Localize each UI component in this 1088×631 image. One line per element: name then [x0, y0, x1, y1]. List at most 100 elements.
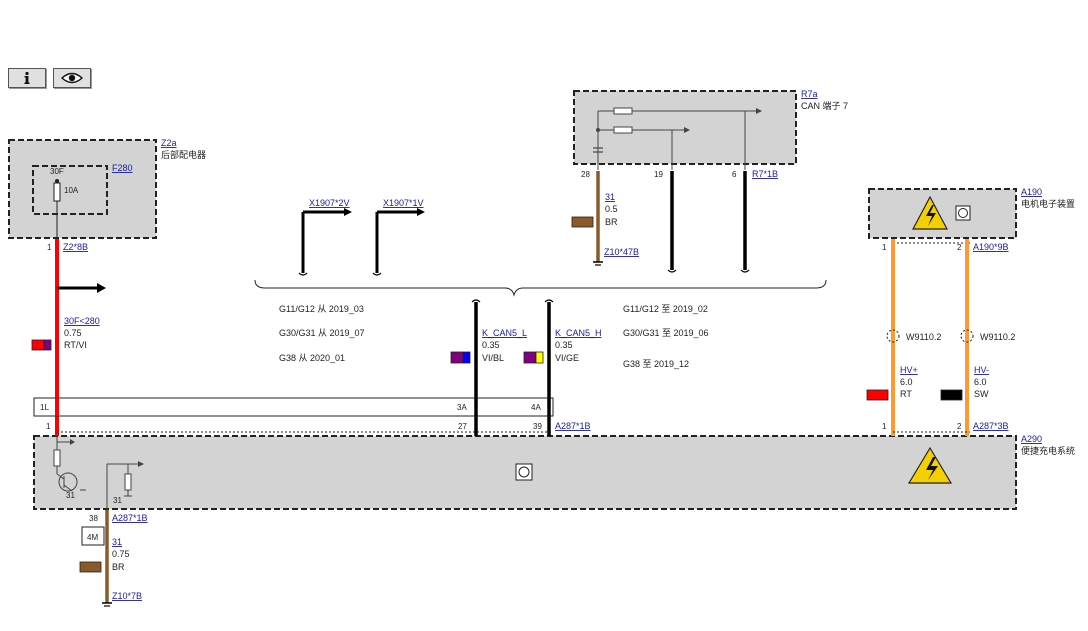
strip-label-1l: 1L [40, 403, 49, 412]
wire-can-h-swatch-b [535, 351, 544, 364]
r7a-node [596, 128, 600, 132]
wire-can-l-swatch-b [462, 351, 471, 364]
wire-31-bottom-name[interactable]: 31 [112, 537, 122, 547]
wire-30f-swatch-a [31, 339, 45, 351]
wire-hv-plus-name[interactable]: HV+ [900, 365, 918, 375]
wire-31-bottom-color: BR [112, 562, 125, 572]
connector-a190-9b[interactable]: A190*9B [973, 242, 1009, 252]
connector-4m-box [81, 526, 105, 546]
connector-z10-47b[interactable]: Z10*47B [604, 247, 639, 257]
wire-can-l-color: VI/BL [482, 353, 504, 363]
wire-can-h-swatch-a [523, 351, 537, 364]
transistor-icon [63, 484, 73, 492]
wire-hv-minus-swatch [940, 389, 963, 401]
strip-label-3a: 3A [457, 403, 467, 412]
variant-right-2: G30/G31 至 2019_06 [623, 328, 709, 338]
a290-internal-arrow [70, 439, 75, 445]
info-button[interactable] [8, 68, 46, 88]
connector-r7-1b[interactable]: R7*1B [752, 169, 778, 179]
wire-can-l-size: 0.35 [482, 340, 500, 350]
variant-left-1: G11/G12 从 2019_03 [279, 304, 364, 314]
wire-31-top-swatch [571, 216, 594, 228]
connector-x1907-1v[interactable]: X1907*1V [383, 198, 424, 208]
wire-31-top-name[interactable]: 31 [605, 192, 615, 202]
connector-z10-7b[interactable]: Z10*7B [112, 591, 142, 601]
view-button[interactable] [53, 68, 91, 88]
wire-break-icon [544, 299, 554, 303]
r7a-arrow-top [756, 108, 762, 114]
wire-can-h-name[interactable]: K_CAN5_H [555, 328, 602, 338]
wire-break-icon [372, 272, 382, 276]
branch-arrow-head [97, 283, 106, 293]
wire-hv-plus-swatch [866, 389, 889, 401]
pin-a287-27: 27 [458, 422, 467, 431]
wire-can-l-swatch-a [450, 351, 464, 364]
wire-break-icon [298, 272, 308, 276]
connector-strip [33, 397, 554, 417]
wire-31-top-size: 0.5 [605, 204, 618, 214]
a190-box[interactable] [868, 188, 1017, 239]
a290-link[interactable]: A290 [1021, 434, 1042, 444]
wire-can-h-color: VI/GE [555, 353, 579, 363]
pin-a190-2: 2 [957, 243, 962, 252]
pin-r7-6: 6 [732, 170, 737, 179]
variant-left-2: G30/G31 从 2019_07 [279, 328, 365, 338]
connector-a287-1b-top[interactable]: A287*1B [555, 421, 591, 431]
z2a-name: 后部配电器 [161, 149, 206, 160]
wire-break-icon [667, 269, 677, 273]
pin-z2-1: 1 [47, 243, 52, 252]
pin-a287-38: 38 [89, 514, 98, 523]
pin-r7-19: 19 [654, 170, 663, 179]
wire-can-l-name[interactable]: K_CAN5_L [482, 328, 527, 338]
shield-label-2: W9110.2 [980, 332, 1015, 342]
control-unit-icon [518, 466, 530, 478]
resistor-icon [53, 449, 61, 467]
wire-30f-name[interactable]: 30F<280 [64, 316, 100, 326]
shield-icon [960, 329, 974, 343]
wire-30f-size: 0.75 [64, 328, 82, 338]
connector-a287-1b-bottom[interactable]: A287*1B [112, 513, 148, 523]
variant-brace [254, 279, 827, 297]
a190-link[interactable]: A190 [1021, 187, 1042, 197]
wire-30f-swatch-b [43, 339, 52, 351]
wire-hv-plus-color: RT [900, 389, 912, 399]
lightning-icon [926, 457, 938, 480]
connector-x1907-2v[interactable]: X1907*2V [309, 198, 350, 208]
fuse-link[interactable]: F280 [112, 163, 133, 173]
wire-break-icon [471, 299, 481, 303]
wire-hv-minus-color: SW [974, 389, 989, 399]
variant-left-3: G38 从 2020_01 [279, 353, 345, 363]
connector-z2-8b[interactable]: Z2*8B [63, 242, 88, 252]
r7a-name: CAN 端子 7 [801, 100, 848, 111]
variant-right-1: G11/G12 至 2019_02 [623, 304, 708, 314]
r7a-arrow-mid [684, 127, 690, 133]
lightning-icon [926, 205, 936, 226]
wire-can-h-size: 0.35 [555, 340, 573, 350]
a290-internal-arrow [138, 461, 144, 467]
a290-name: 便捷充电系统 [1021, 445, 1075, 456]
fuse-terminal: 30F [50, 167, 64, 176]
connector-a287-3b[interactable]: A287*3B [973, 421, 1009, 431]
z2a-link[interactable]: Z2a [161, 138, 177, 148]
transistor-icon [58, 472, 78, 492]
wire-31-bottom-size: 0.75 [112, 549, 130, 559]
resistor-icon [613, 126, 633, 134]
r7a-box[interactable] [573, 90, 797, 165]
ground-label-2: 31 [113, 496, 122, 505]
wire-hv-plus-size: 6.0 [900, 377, 913, 387]
wire-hv-minus-name[interactable]: HV- [974, 365, 989, 375]
pin-r7-28: 28 [581, 170, 590, 179]
info-icon [24, 71, 30, 84]
wire-break-icon [740, 269, 750, 273]
x1907-2v-arrow [344, 208, 352, 216]
fuse-box [32, 165, 108, 215]
a190-name: 电机电子装置 [1021, 198, 1075, 209]
control-unit-icon [515, 463, 533, 481]
ground-label-1: 31 [66, 491, 75, 500]
variant-right-3: G38 至 2019_12 [623, 359, 689, 369]
pin-a190-1: 1 [882, 243, 887, 252]
strip-label-4a: 4A [531, 403, 541, 412]
r7a-link[interactable]: R7a [801, 89, 818, 99]
